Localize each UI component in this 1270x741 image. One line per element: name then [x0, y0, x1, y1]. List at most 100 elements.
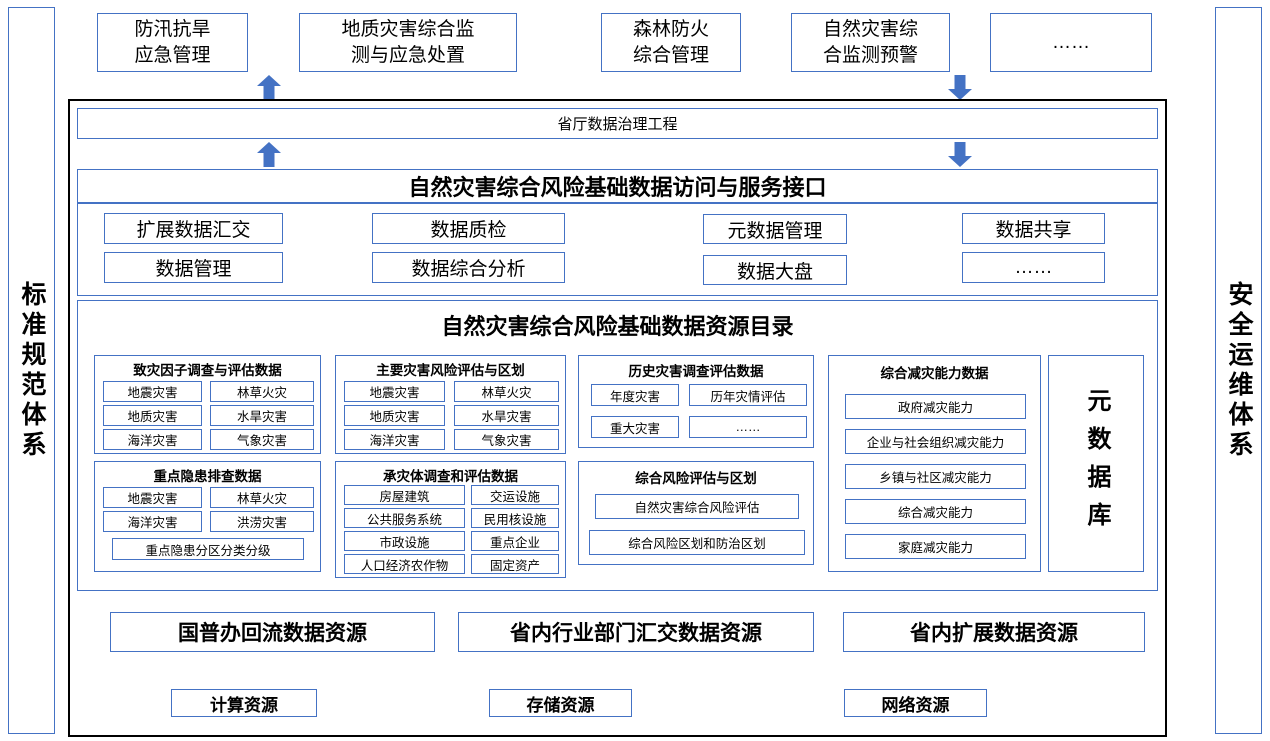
data-item-label: 林草火灾 [236, 386, 287, 400]
data-item: 交运设施 [471, 485, 559, 505]
service-label: 数据共享 [995, 220, 1072, 241]
data-item: 地震灾害 [103, 487, 202, 508]
data-item: 企业与社会组织减灾能力 [845, 429, 1026, 454]
service-label: 元数据管理 [727, 220, 823, 242]
data-item-label: 洪涝灾害 [236, 516, 287, 530]
group-main-risk-title: 主要灾害风险评估与区划 [376, 363, 525, 378]
group-bearing-body-title: 承灾体调查和评估数据 [383, 469, 518, 484]
data-item: 地质灾害 [344, 405, 445, 426]
arrow-down-icon [948, 75, 972, 100]
data-item: 历年灾情评估 [689, 384, 807, 406]
data-item: 水旱灾害 [454, 405, 559, 426]
data-item: 自然灾害综合风险评估 [595, 494, 799, 519]
data-item-label: 海洋灾害 [127, 516, 178, 530]
group-main-risk: 主要灾害风险评估与区划 地震灾害 林草火灾 地质灾害 水旱灾害 海洋灾害 气象灾… [335, 355, 566, 454]
app-box-forest-fire: 森林防火 综合管理 [601, 13, 741, 72]
governance-project-bar: 省厅数据治理工程 [77, 108, 1158, 139]
data-item: …… [689, 416, 807, 438]
service-box-data-quality-check: 数据质检 [372, 213, 565, 244]
governance-project-label: 省厅数据治理工程 [557, 116, 678, 133]
group-comprehensive-risk: 综合风险评估与区划 自然灾害综合风险评估 综合风险区划和防治区划 [578, 461, 814, 565]
infra-label: 存储资源 [526, 695, 595, 715]
data-access-interface-header: 自然灾害综合风险基础数据访问与服务接口 [77, 169, 1158, 203]
security-ops-pillar: 安全运维体系 [1215, 7, 1262, 734]
data-item-label: 民用核设施 [483, 512, 547, 527]
data-source-box-provincial-extended: 省内扩展数据资源 [843, 612, 1145, 652]
service-label: 数据质检 [430, 220, 507, 241]
data-item-label: 综合减灾能力 [897, 506, 973, 520]
app-box-geological-disaster-label: 地质灾害综合监 测与应急处置 [341, 18, 475, 66]
data-item-label: 企业与社会组织减灾能力 [866, 436, 1005, 450]
app-box-geological-disaster: 地质灾害综合监 测与应急处置 [299, 13, 517, 72]
data-item: 公共服务系统 [344, 508, 465, 528]
data-item: 综合风险区划和防治区划 [589, 530, 805, 555]
data-item: 家庭减灾能力 [845, 534, 1026, 559]
data-item-label: 水旱灾害 [236, 410, 287, 424]
data-item-label: 地质灾害 [127, 410, 178, 424]
service-label: …… [1014, 256, 1053, 278]
data-item: 气象灾害 [454, 429, 559, 450]
app-box-more: …… [990, 13, 1152, 72]
platform-outer-box [68, 99, 1167, 737]
standards-spec-label: 标准规范体系 [18, 280, 46, 461]
data-item: 海洋灾害 [103, 511, 202, 532]
data-item: 地震灾害 [103, 381, 202, 402]
data-item-label: 自然灾害综合风险评估 [634, 501, 760, 515]
data-source-label: 国普办回流数据资源 [178, 622, 367, 645]
security-ops-label: 安全运维体系 [1225, 280, 1253, 461]
service-box-data-sharing: 数据共享 [962, 213, 1105, 244]
data-item: 地质灾害 [103, 405, 202, 426]
group-bearing-body: 承灾体调查和评估数据 房屋建筑 交运设施 公共服务系统 民用核设施 市政设施 重… [335, 461, 566, 578]
data-item-label: 地震灾害 [127, 492, 178, 506]
data-item-label: 气象灾害 [236, 434, 287, 448]
data-item: 综合减灾能力 [845, 499, 1026, 524]
data-item: 重点隐患分区分类分级 [112, 538, 304, 560]
group-mitigation-title: 综合减灾能力数据 [880, 366, 989, 381]
data-item-label: 重大灾害 [609, 421, 660, 436]
group-hidden-danger-title: 重点隐患排查数据 [153, 469, 262, 484]
data-item-label: 水旱灾害 [481, 410, 532, 424]
data-item-label: …… [735, 420, 761, 434]
data-item-label: 地质灾害 [369, 410, 420, 424]
data-item: 海洋灾害 [344, 429, 445, 450]
group-history: 历史灾害调查评估数据 年度灾害 历年灾情评估 重大灾害 …… [578, 355, 814, 448]
data-item: 洪涝灾害 [210, 511, 314, 532]
arrow-up-icon [257, 75, 281, 100]
data-item-label: 重点企业 [489, 535, 540, 550]
standards-spec-pillar: 标准规范体系 [8, 7, 55, 734]
service-label: 数据综合分析 [411, 259, 526, 280]
infra-label: 计算资源 [210, 695, 278, 715]
data-item-label: 地震灾害 [127, 386, 178, 400]
data-source-box-industry-submission: 省内行业部门汇交数据资源 [458, 612, 814, 652]
data-item: 重点企业 [471, 531, 559, 551]
service-label: 数据大盘 [736, 261, 813, 283]
service-box-data-management: 数据管理 [104, 252, 283, 283]
data-item-label: 海洋灾害 [127, 434, 178, 448]
data-item: 海洋灾害 [103, 429, 202, 450]
data-item-label: 乡镇与社区减灾能力 [879, 471, 992, 485]
service-label: 数据管理 [155, 259, 232, 280]
data-item-label: 地震灾害 [369, 386, 420, 400]
service-box-more: …… [962, 252, 1105, 283]
infra-box-network: 网络资源 [844, 689, 987, 717]
data-item: 重大灾害 [591, 416, 679, 438]
data-item: 政府减灾能力 [845, 394, 1026, 419]
group-history-title: 历史灾害调查评估数据 [628, 364, 764, 379]
data-item-label: 海洋灾害 [369, 434, 420, 448]
data-item-label: 林草火灾 [481, 386, 532, 400]
data-item: 房屋建筑 [344, 485, 465, 505]
data-item-label: 固定资产 [489, 558, 540, 573]
infra-label: 网络资源 [881, 695, 950, 715]
data-item: 固定资产 [471, 554, 559, 574]
app-box-forest-fire-label: 森林防火 综合管理 [632, 18, 709, 66]
group-hazard-factor-title: 致灾因子调查与评估数据 [133, 363, 282, 378]
data-item: 水旱灾害 [210, 405, 314, 426]
data-item-label: 市政设施 [379, 535, 430, 550]
service-box-metadata-management: 元数据管理 [703, 214, 847, 244]
data-item-label: 气象灾害 [481, 434, 532, 448]
data-item-label: 林草火灾 [236, 492, 287, 506]
data-item: 乡镇与社区减灾能力 [845, 464, 1026, 489]
group-comprehensive-risk-title: 综合风险评估与区划 [635, 471, 757, 486]
app-box-disaster-monitoring-label: 自然灾害综 合监测预警 [822, 18, 918, 66]
